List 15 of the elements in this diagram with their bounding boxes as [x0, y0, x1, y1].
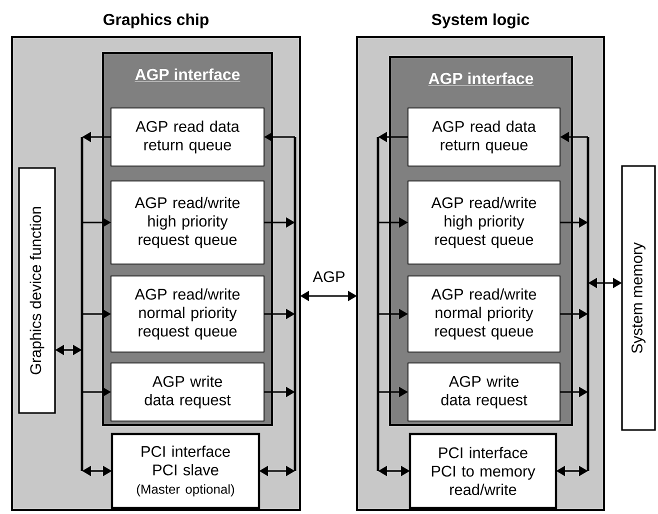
memory-box: System memory: [621, 165, 656, 431]
queue-box: AGP read data return queue: [110, 108, 264, 166]
queue-box: AGP read/write normal priority request queue: [408, 276, 560, 352]
pci-interface-box: PCI interface PCI to memory read/write: [408, 432, 558, 510]
queue-box: AGP read/write high priority request queue: [110, 180, 264, 264]
function-box: Graphics device function: [18, 167, 56, 414]
queue-box: AGP read data return queue: [408, 108, 560, 166]
queue-box: AGP write data request: [110, 362, 264, 422]
queue-box: AGP read/write high priority request queue: [408, 180, 560, 264]
node-label: System logic: [432, 13, 530, 28]
queue-box: AGP read/write normal priority request queue: [110, 276, 264, 352]
edge-label: AGP: [312, 270, 346, 284]
queue-box: AGP write data request: [408, 362, 560, 422]
node-label: Graphics chip: [104, 13, 208, 28]
pci-interface-box: PCI interface PCI slave (Master optional): [110, 432, 260, 510]
